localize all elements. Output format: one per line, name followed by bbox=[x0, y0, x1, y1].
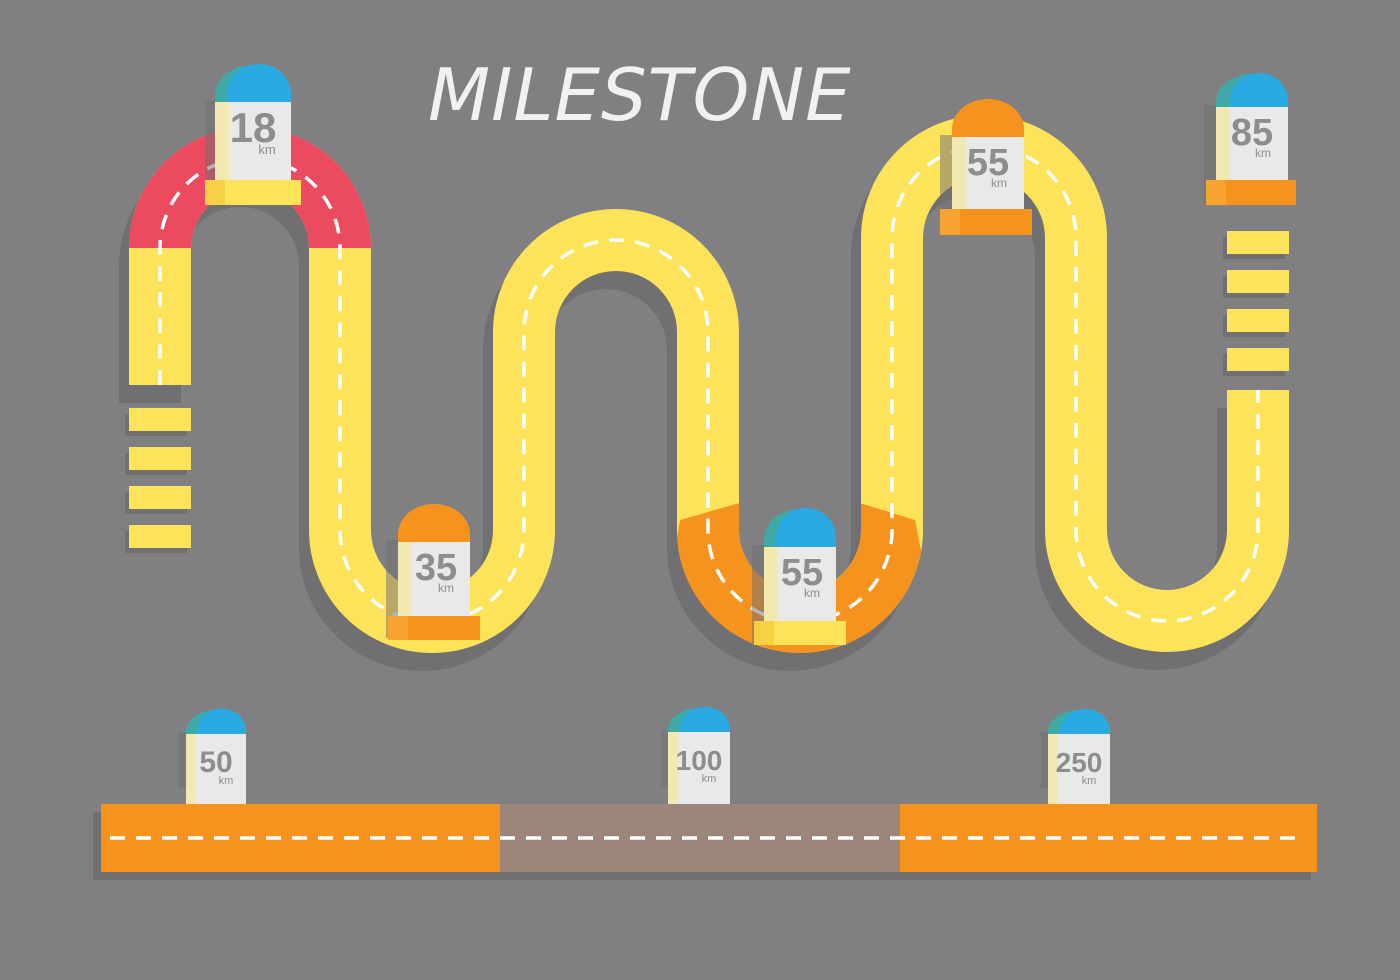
milestone-55-lower: 55 km bbox=[752, 508, 846, 645]
milestone-100: 100 km bbox=[661, 707, 730, 804]
milestone-unit: km bbox=[702, 773, 717, 785]
milestone-value: 55 bbox=[781, 552, 823, 594]
milestone-85: 85 km bbox=[1204, 73, 1296, 205]
orange-cap-icon bbox=[952, 99, 1024, 137]
milestone-unit: km bbox=[991, 176, 1007, 190]
milestone-250: 250 km bbox=[1041, 709, 1110, 804]
milestone-value: 85 bbox=[1231, 112, 1273, 154]
milestone-unit: km bbox=[438, 581, 454, 595]
milestone-value: 35 bbox=[415, 547, 457, 589]
stone-body bbox=[1048, 734, 1110, 804]
milestone-value: 18 bbox=[230, 104, 277, 151]
milestone-unit: km bbox=[1082, 775, 1097, 787]
milestone-55-upper: 55 km bbox=[940, 99, 1032, 235]
milestone-unit: km bbox=[1255, 146, 1271, 160]
straight-road bbox=[93, 804, 1317, 880]
page-title: MILESTONE bbox=[428, 53, 852, 137]
milestone-unit: km bbox=[804, 586, 820, 600]
milestone-value: 250 bbox=[1056, 747, 1103, 778]
road-start-stripes bbox=[125, 408, 191, 553]
milestone-18: 18 km bbox=[205, 64, 301, 205]
milestone-value: 100 bbox=[676, 745, 723, 776]
orange-cap-icon bbox=[398, 504, 470, 542]
road-center-dashes bbox=[158, 144, 1260, 624]
milestone-value: 50 bbox=[199, 746, 232, 779]
road-end-stripes bbox=[1223, 231, 1289, 376]
milestone-value: 55 bbox=[967, 142, 1009, 184]
milestone-unit: km bbox=[258, 142, 275, 157]
stone-body bbox=[668, 732, 730, 804]
milestone-50: 50 km bbox=[178, 708, 246, 804]
milestone-35: 35 km bbox=[386, 504, 480, 640]
milestone-unit: km bbox=[219, 775, 234, 787]
